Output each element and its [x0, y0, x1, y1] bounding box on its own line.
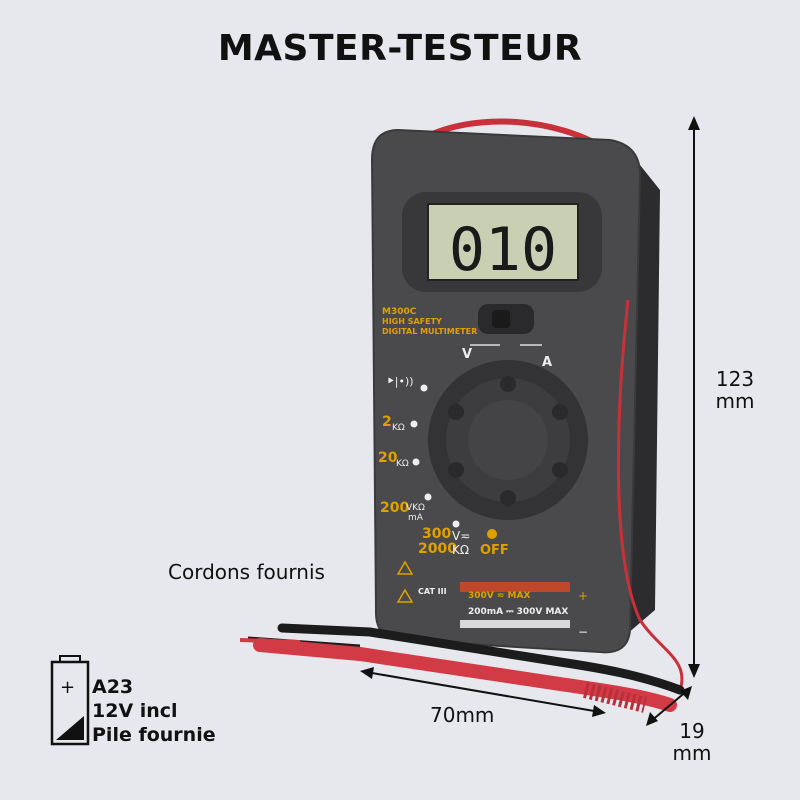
model-label: M300C: [382, 307, 417, 317]
range-unit-20: KΩ: [396, 459, 409, 469]
depth-dimension-label: 19 mm: [664, 720, 720, 764]
rotary-dial[interactable]: [428, 360, 588, 520]
warning-max-bottom: 200mA ⎓ 300V MAX: [468, 607, 568, 617]
switch-label-v: V: [462, 347, 472, 362]
depth-value: 19: [679, 719, 705, 743]
depth-dimension-arrow: [646, 686, 692, 726]
range-unit-200: VKΩ: [406, 503, 425, 513]
model-subtitle-2: DIGITAL MULTIMETER: [382, 327, 477, 336]
minus-terminal-label: −: [578, 625, 588, 639]
svg-text:+: +: [60, 677, 75, 698]
range-label-200: 200: [380, 500, 409, 516]
height-unit: mm: [715, 389, 755, 413]
battery-type: A23: [92, 676, 134, 698]
diode-continuity-icon: ⯈|•)): [386, 375, 414, 388]
depth-unit: mm: [672, 741, 712, 765]
range-unit-v: V≂: [452, 529, 470, 543]
width-dimension-label: 70mm: [430, 703, 495, 727]
range-unit-kohm: KΩ: [452, 543, 469, 557]
plus-terminal-label: +: [578, 589, 588, 603]
height-dimension-label: 123 mm: [700, 368, 770, 412]
battery-icon: +: [50, 655, 90, 746]
battery-included: Pile fournie: [92, 724, 216, 746]
warning-icon: [396, 560, 414, 575]
width-dimension-arrow: [360, 667, 606, 717]
model-subtitle-1: HIGH SAFETY: [382, 317, 442, 326]
warning-max-top: 300V ≂ MAX: [468, 591, 530, 601]
test-leads: [239, 623, 685, 713]
range-label-2: 2: [382, 414, 392, 430]
height-dimension-arrow: [688, 116, 700, 678]
range-label-20: 20: [378, 450, 398, 466]
leads-included-callout: Cordons fournis: [168, 560, 325, 584]
cat-rating: CAT III: [418, 587, 447, 596]
range-label-2000: 2000: [418, 541, 457, 557]
height-value: 123: [715, 367, 755, 391]
dial-markers: [410, 384, 497, 539]
range-unit-ma: mA: [408, 513, 424, 523]
range-unit-2: KΩ: [392, 423, 405, 433]
range-label-off: OFF: [480, 543, 509, 558]
battery-voltage: 12V incl: [92, 700, 178, 722]
page-title: MASTER-TESTEUR: [217, 28, 583, 69]
lcd-reading: 010: [449, 215, 557, 285]
range-label-300: 300: [422, 526, 451, 542]
switch-label-a: A: [542, 355, 552, 370]
